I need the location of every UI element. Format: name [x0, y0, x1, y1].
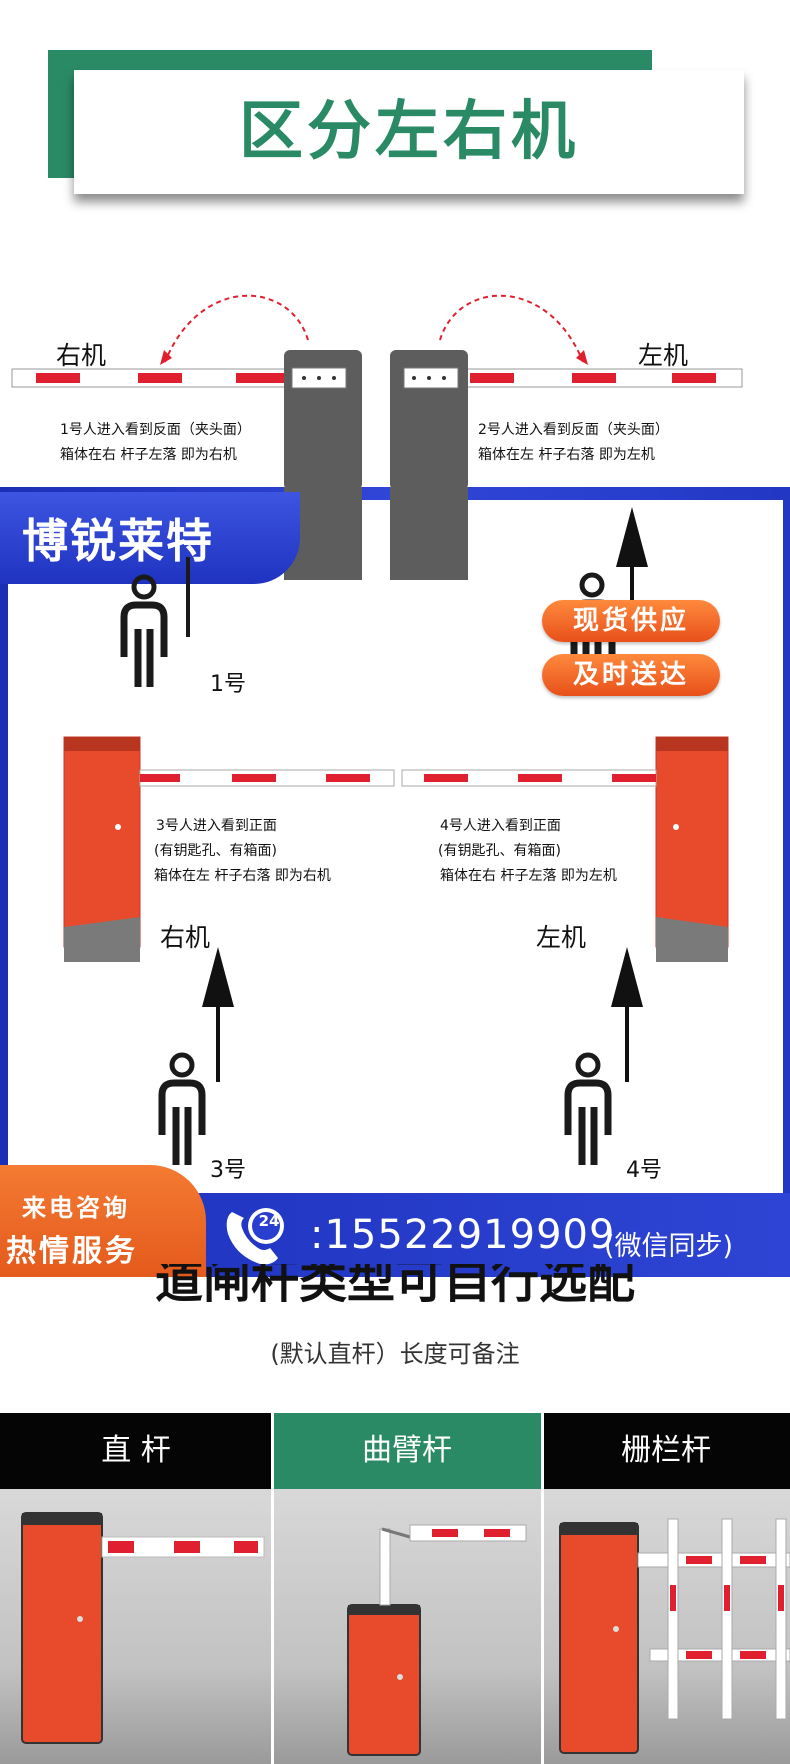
phone-24h-icon [226, 1208, 284, 1265]
contact-tab [0, 1165, 206, 1277]
section-title-text: 道闸杆类型可自行选配 [154, 1264, 635, 1309]
cabinet-bases [284, 487, 468, 580]
note-3-line-2: (有钥匙孔、有箱面) [154, 843, 277, 859]
rotate-arrow-right-icon [439, 294, 584, 363]
person-4-label: 4号 [626, 1158, 662, 1183]
note-4-line-2: (有钥匙孔、有箱面) [438, 843, 561, 859]
person-1-icon [120, 574, 168, 687]
fence-arm-gate [559, 1518, 790, 1754]
person-1-label: 1号 [210, 672, 246, 697]
phone-number[interactable]: :15522919909 [310, 1212, 616, 1258]
person-3-icon [158, 1052, 206, 1165]
badge-fast-delivery: 及时送达 [542, 654, 720, 696]
bottom-right-machine-label: 右机 [160, 923, 211, 952]
top-right-machine-label: 右机 [56, 341, 107, 370]
bottom-left-machine-label: 左机 [536, 923, 587, 952]
person-4-icon [564, 1052, 612, 1165]
tab-folding-arm[interactable]: 曲臂杆 [272, 1413, 542, 1489]
tab-straight-arm[interactable]: 直 杆 [0, 1413, 272, 1489]
tab-fence-arm[interactable]: 栅栏杆 [542, 1413, 790, 1489]
cabinet-front-left-machine [655, 736, 729, 948]
arrow-4-head-icon [611, 947, 643, 1007]
straight-arm-gate [21, 1512, 265, 1744]
contact-line-1: 来电咨询 [22, 1194, 130, 1222]
brand-name: 博锐莱特 [22, 514, 214, 568]
tab-divider [541, 1413, 544, 1764]
note-3-line-3: 箱体在左 杆子右落 即为右机 [154, 868, 331, 884]
brand-tab [0, 492, 300, 584]
note-2-line-2: 箱体在左 杆子右落 即为左机 [478, 447, 655, 463]
note-2-line-1: 2号人进入看到反面（夹头面） [478, 422, 669, 438]
note-1-line-1: 1号人进入看到反面（夹头面） [60, 422, 251, 438]
note-4-line-3: 箱体在右 杆子左落 即为左机 [440, 868, 617, 884]
top-left-machine-label: 左机 [638, 341, 689, 370]
badge-in-stock: 现货供应 [542, 600, 720, 642]
note-3-line-1: 3号人进入看到正面 [156, 818, 277, 834]
cabinet-front-right-machine [63, 736, 141, 948]
arrow-2-head-icon [616, 507, 648, 567]
bottom-gate-diagram [63, 507, 729, 1165]
tab-divider [271, 1413, 274, 1764]
note-1-line-2: 箱体在右 杆子左落 即为右机 [60, 447, 237, 463]
note-4-line-1: 4号人进入看到正面 [440, 818, 561, 834]
person-3-label: 3号 [210, 1158, 246, 1183]
arrow-3-head-icon [202, 947, 234, 1007]
section-title: 道闸杆类型可自行选配 [0, 1264, 790, 1310]
wechat-note: (微信同步) [604, 1231, 734, 1262]
page-title: 区分左右机 [239, 95, 579, 169]
rotate-arrow-left-icon [164, 294, 309, 363]
arm-type-illustrations [21, 1512, 790, 1756]
folding-arm-gate [347, 1524, 527, 1756]
top-gate-diagram [11, 294, 743, 490]
contact-line-2: 热情服务 [6, 1234, 138, 1269]
hours-badge: 24 [258, 1212, 280, 1230]
title-card [74, 70, 744, 194]
section-subtitle: (默认直杆）长度可备注 [270, 1340, 520, 1368]
